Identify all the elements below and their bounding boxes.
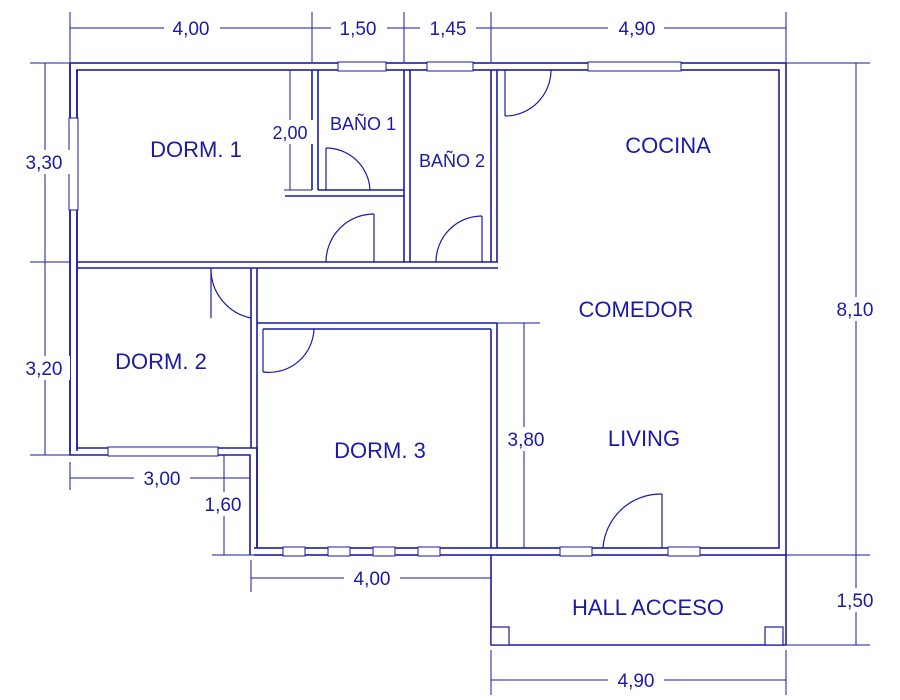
dim-left-dorm2: 3,20 xyxy=(26,359,63,380)
windows xyxy=(68,61,701,557)
interior-walls xyxy=(77,70,787,646)
room-label-hall-acceso: HALL ACCESO xyxy=(572,595,724,620)
room-labels: DORM. 1 BAÑO 1 BAÑO 2 COCINA COMEDOR DOR… xyxy=(115,113,724,620)
dim-top-cocina: 4,90 xyxy=(619,19,656,40)
dim-top-bano2: 1,45 xyxy=(430,19,467,40)
doors xyxy=(210,69,663,549)
dim-left-dorm1: 3,30 xyxy=(26,153,63,174)
room-label-cocina: COCINA xyxy=(625,133,711,158)
room-label-dorm2: DORM. 2 xyxy=(115,349,207,374)
room-label-bano1: BAÑO 1 xyxy=(330,113,396,134)
dim-right-total: 8,10 xyxy=(837,300,874,321)
dim-step-depth: 1,60 xyxy=(205,495,242,516)
dim-dorm1-closet: 2,00 xyxy=(272,123,307,143)
room-label-bano2: BAÑO 2 xyxy=(419,150,485,171)
room-label-dorm1: DORM. 1 xyxy=(150,137,242,162)
dim-top-bano1: 1,50 xyxy=(340,19,377,40)
room-label-dorm3: DORM. 3 xyxy=(334,438,426,463)
dim-bottom-hall: 4,90 xyxy=(618,671,655,692)
dim-dorm2-width: 3,00 xyxy=(144,469,181,490)
dim-living-depth: 3,80 xyxy=(508,430,545,451)
dimension-labels: 4,00 1,50 1,45 4,90 3,30 3,20 8,10 1,50 … xyxy=(18,16,884,692)
room-label-living: LIVING xyxy=(608,426,680,451)
room-label-comedor: COMEDOR xyxy=(579,297,694,322)
dim-top-dorm1: 4,00 xyxy=(173,19,210,40)
dim-bottom-dorm3: 4,00 xyxy=(354,569,391,590)
dim-right-hall: 1,50 xyxy=(837,591,874,612)
